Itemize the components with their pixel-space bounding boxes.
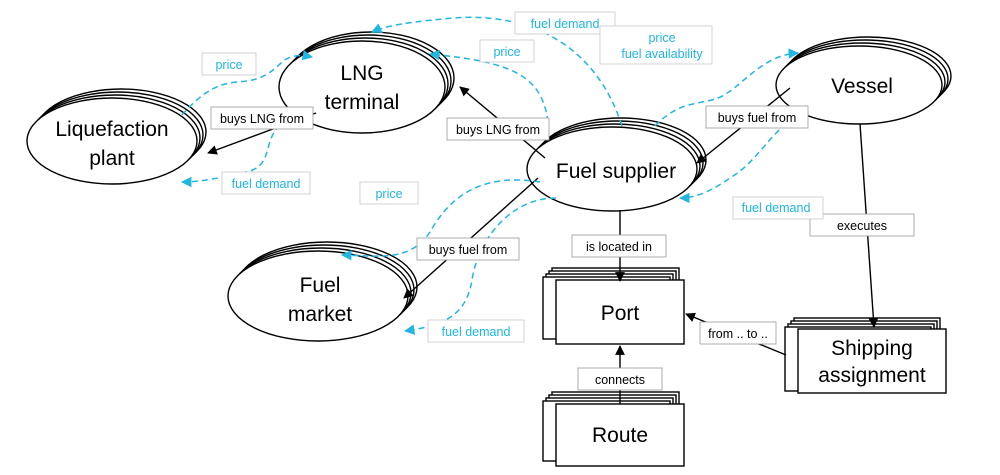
fuel-supplier-label: Fuel supplier [556,160,676,183]
flow-fuel-demand-to-plant [180,114,298,188]
svg-text:is located in: is located in [586,240,652,254]
relation-label-buys-fuel-from-market: buys fuel from [416,237,520,261]
flow-fuel-demand-to-terminal [371,16,623,127]
relation-label-buys-lng-from-supplier: buys LNG from [446,117,550,141]
flow-label-price-market: price [359,181,419,205]
flow-fuel-demand-to-market [403,197,557,335]
liquefaction-plant-label-line2: plant [89,147,135,170]
svg-text:from .. to ..: from .. to .. [708,327,768,341]
flow-price-to-terminal [428,49,549,123]
flow-label-fuel-demand-vessel: fuel demand [732,196,824,220]
lng-terminal-label-line2: terminal [325,91,400,114]
flow-label-fuel-demand-plant: fuel demand [221,171,311,195]
svg-text:fuel demand: fuel demand [531,17,600,31]
flow-label-price-terminal: price [479,39,535,63]
svg-text:price: price [375,187,402,201]
svg-text:fuel demand: fuel demand [232,177,301,191]
svg-text:connects: connects [595,373,645,387]
liquefaction-plant-label-line1: Liquefaction [55,118,168,141]
node-lng-terminal: LNG terminal [278,31,455,134]
svg-text:fuel demand: fuel demand [442,325,511,339]
shipping-assignment-label-line1: Shipping [831,337,913,360]
flow-price-to-market [340,179,541,261]
relation-label-executes: executes [809,213,915,237]
node-shipping-assignment: Shipping assignment [784,317,947,394]
svg-text:buys fuel from: buys fuel from [718,111,797,125]
flow-label-fuel-demand-top: fuel demand [514,11,616,35]
svg-text:buys LNG from: buys LNG from [456,123,540,137]
svg-text:buys LNG from: buys LNG from [220,112,304,126]
svg-text:price: price [215,58,242,72]
node-fuel-supplier: Fuel supplier [526,117,707,212]
port-label: Port [601,302,640,325]
node-fuel-market: Fuel market [227,241,418,342]
relation-label-buys-lng-from-terminal: buys LNG from [210,106,314,130]
svg-text:buys fuel from: buys fuel from [429,243,508,257]
svg-text:fuel availability: fuel availability [621,47,703,61]
lng-terminal-label-line1: LNG [340,62,383,85]
flow-label-price-fuel-availability: price fuel availability [599,25,713,65]
relation-label-connects: connects [577,367,663,391]
vessel-label: Vessel [831,75,893,98]
node-port: Port [542,267,685,345]
svg-text:executes: executes [837,219,887,233]
shipping-assignment-label-line2: assignment [818,364,926,387]
svg-text:price: price [648,31,675,45]
route-label: Route [592,424,648,447]
flow-price-to-plant [181,49,314,116]
fuel-market-label-line2: market [288,303,352,326]
node-liquefaction-plant: Liquefaction plant [26,88,207,185]
relation-label-is-located-in: is located in [571,234,667,258]
relation-label-buys-fuel-from-vessel: buys fuel from [705,105,809,129]
flow-label-price-plant: price [201,52,257,76]
flow-fuel-demand-vessel-to-supplier [678,111,804,204]
flow-label-fuel-demand-market: fuel demand [427,319,525,343]
relation-label-from-to: from .. to .. [699,321,777,345]
node-vessel: Vessel [775,36,952,125]
svg-text:price: price [493,45,520,59]
fuel-market-label-line1: Fuel [300,274,341,297]
svg-text:fuel demand: fuel demand [742,201,811,215]
node-route: Route [542,391,685,467]
flow-price-from-vessel [654,48,800,127]
